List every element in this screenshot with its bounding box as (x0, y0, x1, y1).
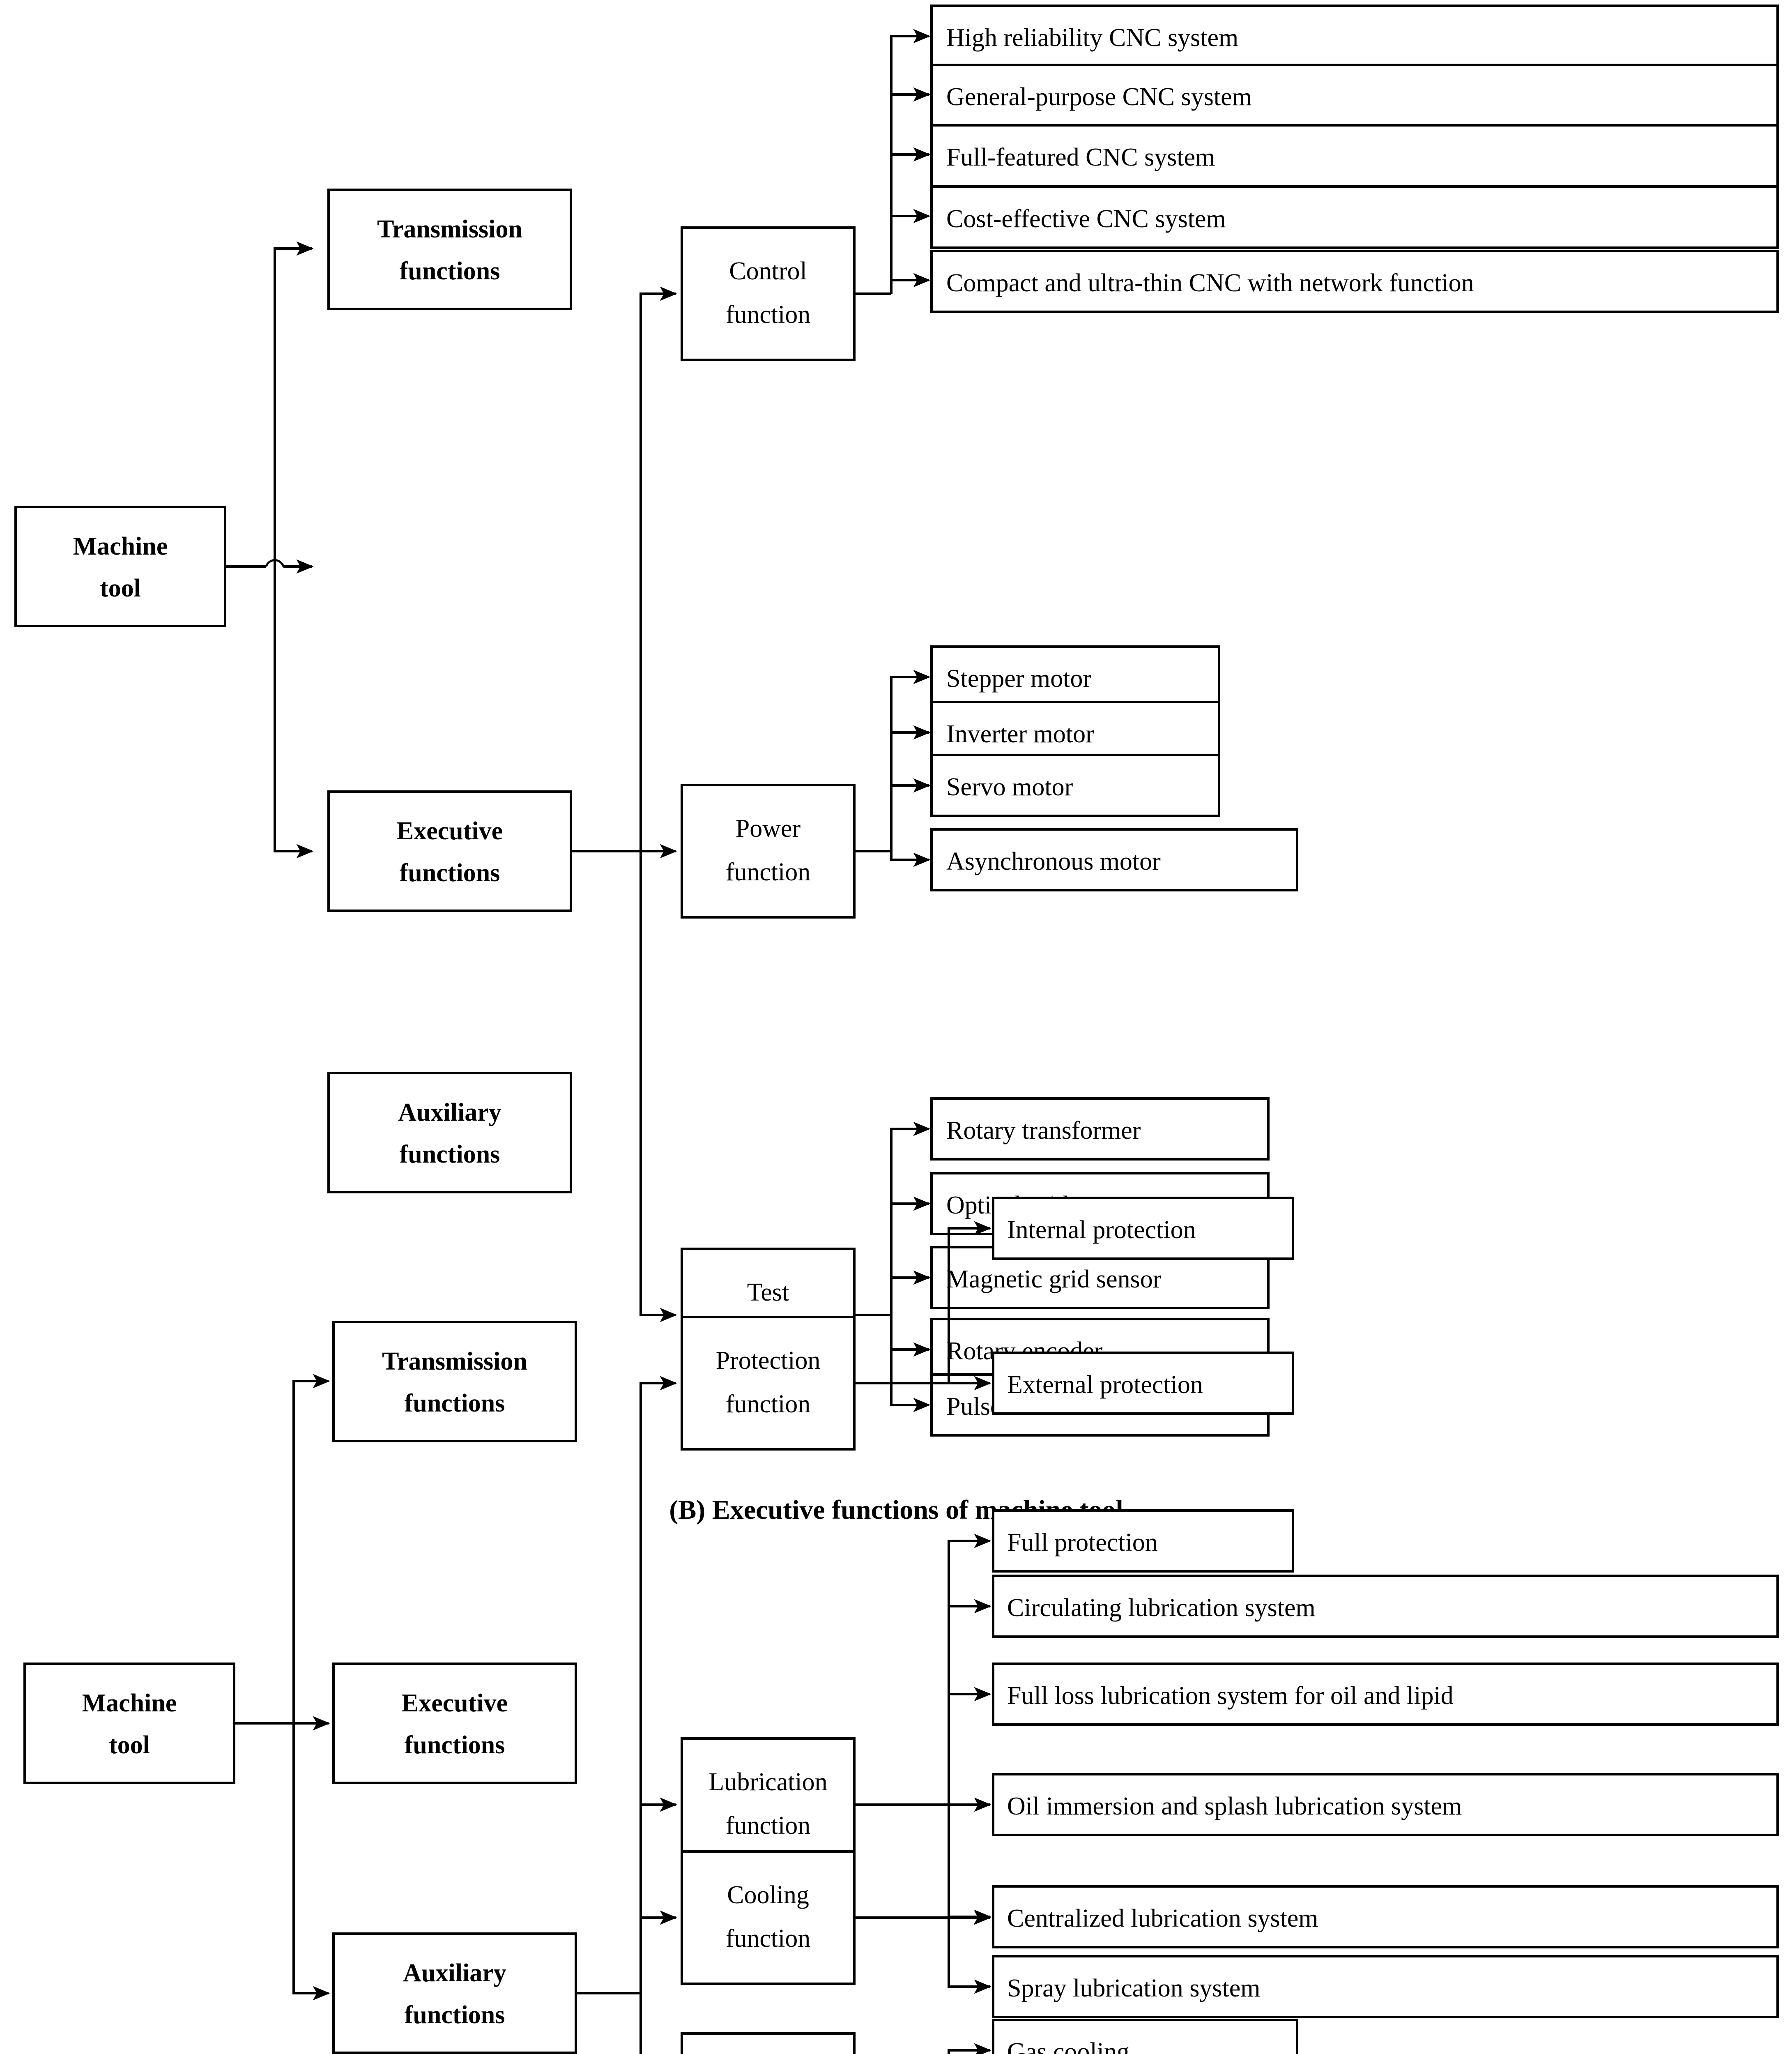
node-label-line2: functions (400, 257, 500, 285)
node-label-line1: Protection (716, 1347, 821, 1375)
node-machine-tool-b: Machine tool (14, 506, 226, 627)
node-label-line1: Machine (73, 532, 168, 560)
leaf-box: Inverter motor (930, 701, 1220, 764)
leaf-label: Full loss lubrication system for oil and… (1007, 1682, 1454, 1710)
leaf-box: General-purpose CNC system (930, 64, 1779, 127)
node-label-line2: function (726, 858, 811, 886)
node-label-line2: tool (100, 574, 141, 602)
node-executive-functions-b: Executive functions (327, 790, 572, 912)
leaf-label: Circulating lubrication system (1007, 1594, 1316, 1622)
leaf-box: Circulating lubrication system (992, 1575, 1779, 1638)
node-label-line1: Auxiliary (403, 1959, 506, 1987)
node-label-line2: function (726, 301, 811, 329)
leaf-label: Compact and ultra-thin CNC with network … (946, 269, 1474, 297)
leaf-label: Internal protection (1007, 1216, 1196, 1244)
panel-b: Machine tool Transmission functions Exec… (14, 5, 1779, 1525)
node-lubrication-function: Lubrication function (681, 1737, 856, 1872)
leaf-label: Magnetic grid sensor (946, 1265, 1162, 1293)
leaf-label: Inverter motor (946, 720, 1094, 748)
leaf-label: Gas cooling (1007, 2038, 1129, 2054)
leaf-box: Stepper motor (930, 645, 1220, 709)
node-power-function: Power function (681, 784, 856, 919)
node-label-line2: function (726, 1390, 811, 1418)
node-label-line2: function (726, 1925, 811, 1953)
leaf-label: Centralized lubrication system (1007, 1904, 1318, 1932)
node-label-line1: Auxiliary (398, 1098, 501, 1126)
leaf-box: Full loss lubrication system for oil and… (992, 1663, 1779, 1726)
node-auxiliary-functions-b: Auxiliary functions (327, 1072, 572, 1193)
leaf-label: Full protection (1007, 1529, 1158, 1557)
node-label-line2: functions (400, 859, 500, 887)
leaf-box: Asynchronous motor (930, 828, 1298, 891)
node-transmission-functions-c: Transmission functions (332, 1321, 577, 1442)
leaf-box: External protection (992, 1352, 1294, 1415)
leaf-label: Asynchronous motor (946, 847, 1161, 875)
node-control-function: Control function (681, 226, 856, 361)
leaf-box: Cost-effective CNC system (930, 186, 1779, 249)
leaf-box: Full-featured CNC system (930, 124, 1779, 187)
leaf-box: Spray lubrication system (992, 1955, 1779, 2018)
node-label-line1: Test (747, 1278, 789, 1306)
leaf-label: Stepper motor (946, 665, 1091, 693)
node-label-line2: functions (405, 2001, 505, 2029)
leaf-label: Servo motor (946, 773, 1073, 801)
leaf-box: Oil immersion and splash lubrication sys… (992, 1773, 1779, 1836)
leaf-label: General-purpose CNC system (946, 83, 1252, 111)
node-label-line2: functions (405, 1731, 505, 1759)
leaf-label: Oil immersion and splash lubrication sys… (1007, 1792, 1462, 1820)
node-auxiliary-functions-c: Auxiliary functions (332, 1932, 577, 2054)
leaf-label: Cost-effective CNC system (946, 205, 1226, 233)
leaf-box: Compact and ultra-thin CNC with network … (930, 250, 1779, 313)
node-transmission-functions-b: Transmission functions (327, 189, 572, 310)
node-cooling-function: Cooling function (681, 1850, 856, 1985)
node-label-line1: Transmission (382, 1347, 527, 1375)
node-label-line1: Executive (397, 817, 503, 845)
node-providing-power-function: Providing power function (681, 2032, 856, 2054)
leaf-label: Spray lubrication system (1007, 1974, 1260, 2002)
leaf-box: Gas cooling (992, 2019, 1298, 2054)
leaf-label: High reliability CNC system (946, 24, 1238, 52)
node-label-line2: tool (109, 1731, 150, 1759)
node-executive-functions-c: Executive functions (332, 1663, 577, 1784)
node-label-line1: Machine (82, 1689, 177, 1717)
panel-c: Machine tool Transmission functions Exec… (23, 1197, 1779, 2054)
node-label-line1: Cooling (727, 1881, 809, 1909)
node-label-line1: Executive (402, 1689, 508, 1717)
leaf-label: Full-featured CNC system (946, 143, 1215, 171)
leaf-box: Internal protection (992, 1197, 1294, 1260)
leaf-box: Rotary transformer (930, 1097, 1270, 1161)
node-label-line1: Transmission (377, 215, 522, 243)
node-label-line1: Power (736, 815, 801, 843)
leaf-label: External protection (1007, 1371, 1203, 1399)
leaf-label: Rotary transformer (946, 1117, 1141, 1144)
node-label-line2: functions (405, 1389, 505, 1417)
node-machine-tool-c: Machine tool (23, 1663, 235, 1784)
node-label-line2: functions (400, 1140, 500, 1168)
leaf-box: Full protection (992, 1509, 1294, 1573)
node-label-line1: Lubrication (709, 1768, 827, 1796)
node-label-line2: function (726, 1812, 811, 1840)
node-protection-function: Protection function (681, 1316, 856, 1451)
leaf-box: Centralized lubrication system (992, 1885, 1779, 1948)
leaf-box: Servo motor (930, 754, 1220, 817)
node-label-line1: Control (729, 257, 807, 285)
leaf-box: High reliability CNC system (930, 5, 1779, 68)
